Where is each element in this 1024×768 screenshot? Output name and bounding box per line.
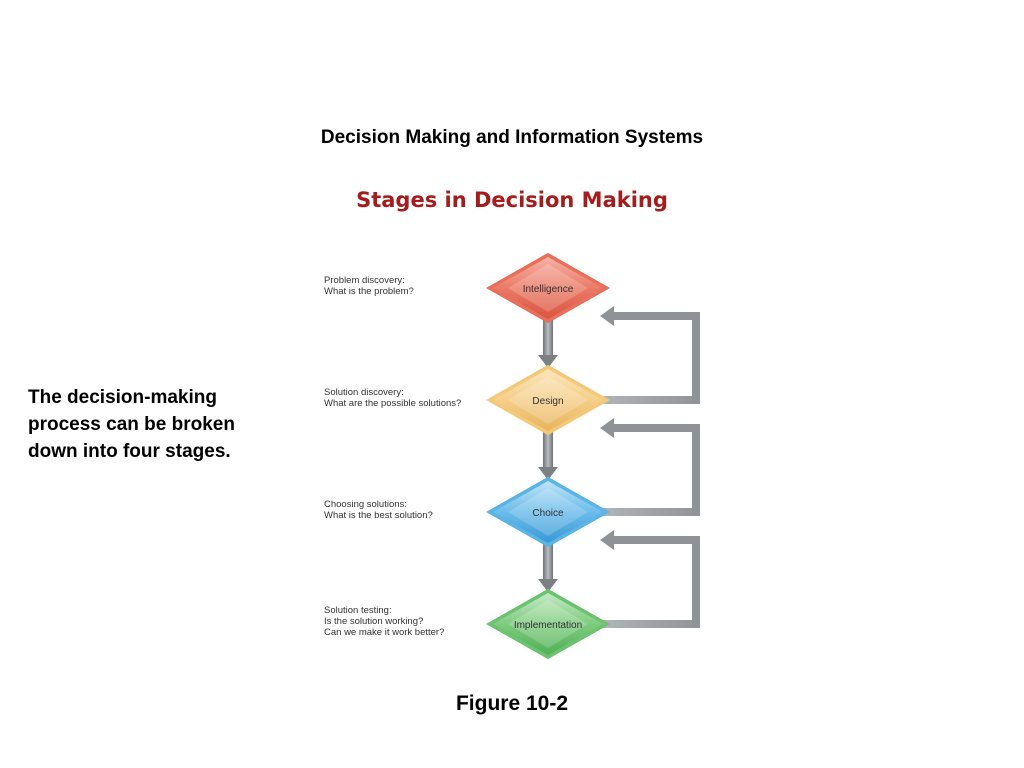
down-arrow-head: [538, 467, 558, 480]
caption-text: The decision-making process can be broke…: [28, 387, 235, 462]
feedback-arrow-head: [600, 530, 614, 550]
down-arrow: [538, 542, 558, 592]
feedback-arrow-vertical-segment: [692, 424, 700, 516]
stage-diamond-highlight: [508, 600, 588, 648]
stage-diamond: [493, 481, 603, 543]
stage-description-line: Problem discovery:: [324, 275, 405, 286]
feedback-arrow-top-segment: [612, 312, 700, 320]
stage-diamond: [493, 257, 603, 319]
feedback-arrow-top-segment: [612, 424, 700, 432]
slide-subtitle: Stages in Decision Making: [356, 188, 668, 212]
stage-description-line: What is the best solution?: [324, 510, 433, 521]
stage-diamond: [493, 369, 603, 431]
feedback-arrow-bottom-segment: [554, 396, 700, 404]
stage-intelligence: Intelligence Problem discovery:What is th…: [324, 252, 611, 324]
stage-name-label: Intelligence: [523, 284, 574, 295]
stage-implementation: Implementation Solution testing:Is the so…: [324, 588, 611, 660]
down-arrow-shaft: [543, 318, 553, 356]
stage-description-line: Is the solution working?: [324, 616, 423, 627]
stage-name-label: Implementation: [514, 620, 582, 631]
feedback-arrow-bottom-segment: [554, 508, 700, 516]
stage-diamond: [493, 593, 603, 655]
stage-description-line: What are the possible solutions?: [324, 398, 461, 409]
feedback-arrow-bottom-segment: [554, 620, 700, 628]
down-arrow-head: [538, 579, 558, 592]
feedback-arrow: [554, 418, 700, 516]
down-arrow: [538, 430, 558, 480]
feedback-arrow-vertical-segment: [692, 312, 700, 404]
stage-diamond-highlight: [508, 488, 588, 536]
stage-design: Design Solution discovery:What are the po…: [324, 364, 611, 436]
down-arrow-shaft: [543, 430, 553, 468]
down-arrow-shaft: [543, 542, 553, 580]
stage-description-line: What is the problem?: [324, 286, 414, 297]
stage-description-line: Choosing solutions:: [324, 499, 407, 510]
down-arrow-head: [538, 355, 558, 368]
feedback-arrow: [554, 306, 700, 404]
stage-description-line: Solution testing:: [324, 605, 392, 616]
feedback-arrow-top-segment: [612, 536, 700, 544]
slide-title: Decision Making and Information Systems: [320, 127, 704, 148]
stage-diamond-highlight: [508, 376, 588, 424]
feedback-arrow-head: [600, 306, 614, 326]
stage-name-label: Choice: [532, 508, 564, 519]
feedback-arrow-head: [600, 418, 614, 438]
stage-diamond-highlight: [508, 264, 588, 312]
down-arrow: [538, 318, 558, 368]
figure-label: Figure 10-2: [455, 692, 569, 715]
feedback-arrow-vertical-segment: [692, 536, 700, 628]
feedback-arrow: [554, 530, 700, 628]
stage-description-line: Can we make it work better?: [324, 627, 444, 638]
stage-choice: Choice Choosing solutions:What is the bes…: [324, 476, 611, 548]
stage-description-line: Solution discovery:: [324, 387, 404, 398]
stage-name-label: Design: [532, 396, 563, 407]
